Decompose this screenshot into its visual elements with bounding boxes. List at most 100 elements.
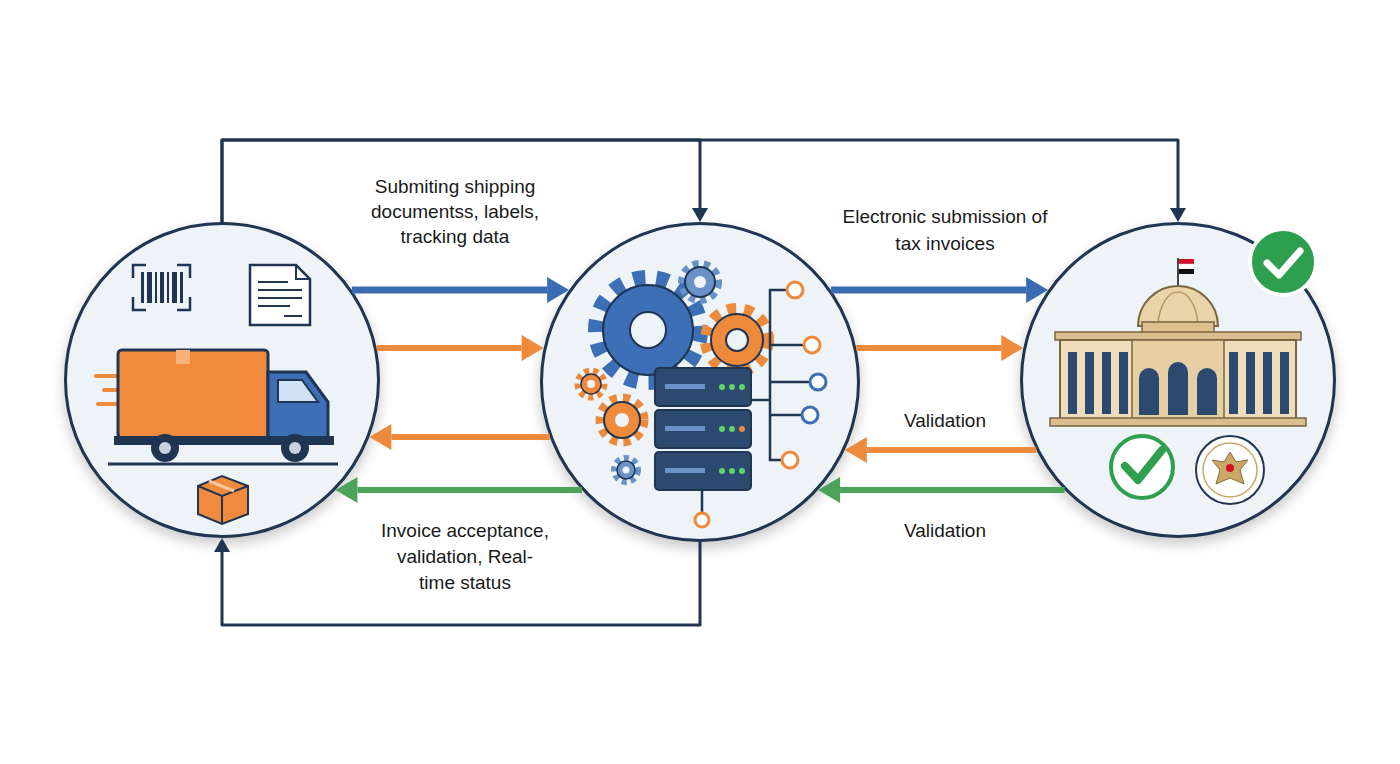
flow-arrow <box>856 335 1023 361</box>
arrow-head <box>214 538 230 552</box>
edge-label: Submiting shipping documentss, labels, t… <box>355 174 555 249</box>
delivery-truck-part <box>281 434 309 462</box>
edge-label: Validation <box>845 518 1045 543</box>
document-icon-part <box>284 315 302 317</box>
parcel-box-part <box>198 476 248 524</box>
government-building-part <box>1068 352 1077 414</box>
government-building-part <box>1050 418 1306 426</box>
authority-emblem-part <box>1212 452 1248 484</box>
delivery-truck-part <box>108 463 338 466</box>
authority-emblem <box>1196 436 1264 504</box>
barcode-icon-part <box>167 272 169 303</box>
server-rack-part <box>665 426 705 431</box>
approved-badge-part <box>1250 229 1316 295</box>
government-building-part <box>1179 259 1194 264</box>
server-rack-part <box>665 468 705 473</box>
gear-icons-part <box>711 314 763 366</box>
connector-line <box>867 447 1037 453</box>
edge-label: Validation <box>845 408 1045 433</box>
document-icon-part <box>258 297 302 299</box>
network-lines-part <box>802 407 818 423</box>
authority-emblem-part <box>1226 464 1234 472</box>
network-lines-part <box>787 282 803 298</box>
gear-icons-part <box>706 309 768 371</box>
network-lines-part <box>782 452 798 468</box>
government-building-part <box>1132 340 1224 420</box>
document-icon <box>250 265 310 325</box>
server-rack-part <box>655 452 751 490</box>
government-building-part <box>1060 340 1296 420</box>
barcode-icon-part <box>147 272 152 303</box>
gear-icons-part <box>581 374 601 394</box>
government-building-part <box>1229 352 1238 414</box>
government-building-part <box>1280 352 1289 414</box>
validation-check <box>1111 436 1173 498</box>
government-building-part <box>1179 264 1194 269</box>
parcel-box <box>198 476 248 524</box>
edge-label: Invoice acceptance, validation, Real-tim… <box>380 518 550 596</box>
server-rack-part <box>655 368 751 406</box>
government-building-part <box>1102 352 1111 414</box>
flow-arrow <box>352 277 569 303</box>
gear-icons-part <box>617 461 635 479</box>
arrow-head <box>522 335 544 361</box>
gear-icons-part <box>694 276 706 288</box>
network-lines-part <box>695 513 709 527</box>
server-rack-part <box>729 426 735 432</box>
barcode-icon-part <box>141 272 144 303</box>
government-building-part <box>1085 352 1094 414</box>
approved-badge <box>1250 229 1316 295</box>
government-building-part <box>1119 352 1128 414</box>
arrow-head <box>1001 335 1023 361</box>
government-building-part <box>1246 352 1255 414</box>
barcode-icon-part <box>180 272 183 303</box>
server-rack-part <box>665 384 705 389</box>
server-rack-part <box>739 426 745 432</box>
flow-arrow <box>831 277 1048 303</box>
server-rack-part <box>719 468 725 474</box>
government-building-part <box>1197 368 1217 415</box>
server-rack-part <box>739 468 745 474</box>
parcel-box-part <box>209 481 234 491</box>
delivery-truck-part <box>118 350 268 438</box>
connector-line <box>377 345 522 351</box>
connector-line <box>831 287 1026 294</box>
server-rack-part <box>719 384 725 390</box>
government-building-part <box>1055 332 1301 340</box>
flow-arrow <box>335 477 582 503</box>
network-lines-part <box>701 490 704 513</box>
document-icon-part <box>258 281 288 283</box>
flow-arrow <box>818 477 1065 503</box>
delivery-truck-part <box>289 442 301 454</box>
delivery-truck-part <box>278 380 318 402</box>
arrow-head <box>1170 208 1186 222</box>
gear-icons-part <box>685 267 715 297</box>
server-rack-part <box>729 468 735 474</box>
server-rack-part <box>729 384 735 390</box>
network-lines-part <box>804 337 820 353</box>
document-icon-part <box>258 289 302 291</box>
arrow-head <box>692 208 708 222</box>
gear-icons-part <box>615 413 629 427</box>
network-lines-part <box>810 374 826 390</box>
connector-line <box>352 287 547 294</box>
flow-arrow <box>369 424 549 450</box>
gear-icons-part <box>587 380 595 388</box>
server-rack-part <box>739 384 745 390</box>
validation-check-part <box>1125 450 1162 480</box>
gear-icons-part <box>614 458 638 482</box>
government-building-part <box>1168 362 1188 415</box>
barcode-icon-part <box>160 272 164 303</box>
validation-check-part <box>1111 436 1173 498</box>
delivery-truck-part <box>151 434 179 462</box>
barcode-icon-part <box>172 272 177 303</box>
gear-icons-part <box>604 402 640 438</box>
connector-line <box>856 345 1001 351</box>
connector-line <box>391 434 549 440</box>
authority-emblem-part <box>1196 436 1264 504</box>
approved-badge-part <box>1267 251 1300 275</box>
government-building-part <box>1179 269 1194 274</box>
authority-emblem-part <box>1203 443 1257 497</box>
